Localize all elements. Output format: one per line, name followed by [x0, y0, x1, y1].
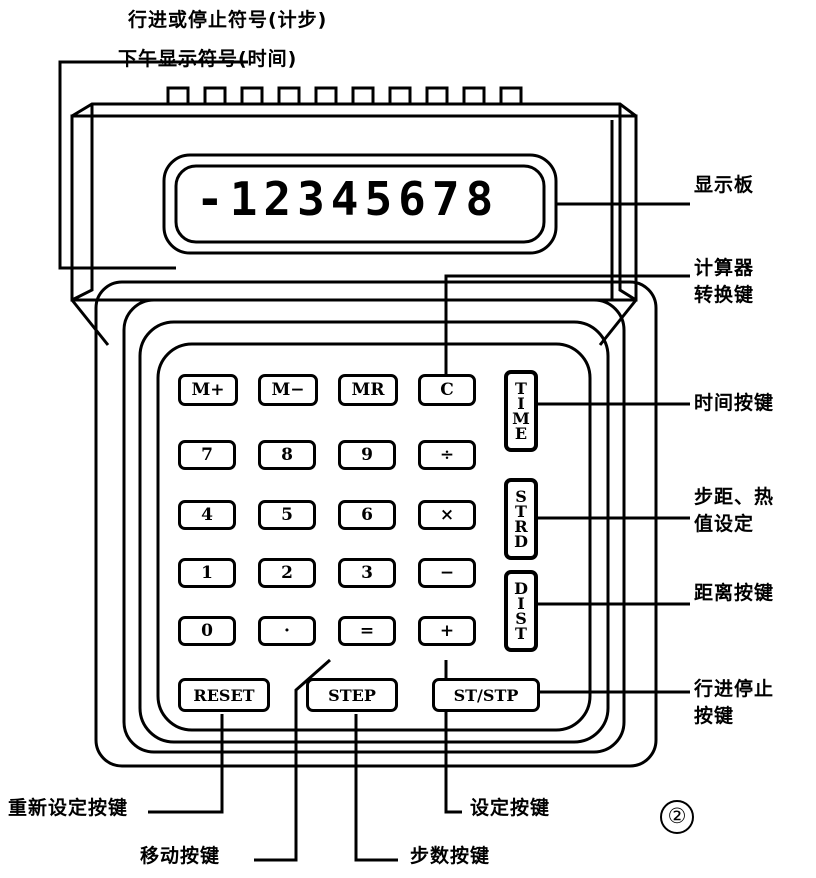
annotation-reset-key-text: 重新设定按键: [8, 797, 129, 819]
stride-key-letter: S: [515, 487, 527, 506]
stride-key-letter: R: [514, 517, 528, 536]
leader-steps-key: [354, 714, 398, 862]
annotation-distance-key-text: 距离按键: [694, 582, 775, 604]
digit-5-key[interactable]: 5: [258, 500, 316, 530]
device-upper-right-bevel: [618, 104, 637, 302]
annotation-time-key: 时间按键: [694, 390, 774, 417]
top-tab: [203, 86, 227, 106]
annotation-display-panel: 显示板: [694, 172, 754, 199]
device-upper-left-bevel: [71, 104, 94, 302]
annotation-steps-key-text: 步数按键: [410, 845, 491, 867]
annotation-start-stop-key: 行进停止 按键: [694, 676, 774, 730]
step-key[interactable]: STEP: [306, 678, 398, 712]
annotation-top-walkstop-text: 行进或停止符号(计步): [128, 9, 328, 31]
multiply-key[interactable]: ×: [418, 500, 476, 530]
leader-calculator-switch: [444, 274, 690, 388]
annotation-move-key-text: 移动按键: [140, 845, 221, 867]
device-right-flare: [598, 299, 638, 346]
digit-0-key[interactable]: 0: [178, 616, 236, 646]
equals-key[interactable]: =: [338, 616, 396, 646]
annotation-calculator-switch: 计算器 转换键: [694, 255, 754, 309]
lcd-display-value: -12345678: [196, 172, 500, 226]
time-key-letter: T: [515, 379, 527, 398]
annotation-time-key-text: 时间按键: [694, 392, 775, 414]
top-tab: [240, 86, 264, 106]
divide-key[interactable]: ÷: [418, 440, 476, 470]
annotation-start-stop-key-l2: 按键: [694, 705, 735, 727]
decimal-point-key[interactable]: ·: [258, 616, 316, 646]
device-lower-body-outline-1: [94, 280, 658, 768]
annotation-start-stop-key-l1: 行进停止: [694, 678, 775, 700]
keypad-panel-outline: [156, 342, 592, 732]
top-tab: [166, 86, 190, 106]
figure-number: ②: [660, 800, 694, 834]
top-tab: [388, 86, 412, 106]
leader-pm-indicator: [58, 60, 248, 270]
stride-key[interactable]: S T R D: [504, 478, 538, 560]
digit-3-key[interactable]: 3: [338, 558, 396, 588]
digit-2-key[interactable]: 2: [258, 558, 316, 588]
time-key-letter: I: [517, 394, 525, 413]
device-upper-bevel: [71, 102, 637, 118]
annotation-calculator-switch-l1: 计算器: [694, 257, 755, 279]
time-key-letter: E: [514, 424, 528, 443]
annotation-set-key: 设定按键: [470, 795, 550, 822]
digit-1-key[interactable]: 1: [178, 558, 236, 588]
start-stop-key[interactable]: ST/STP: [432, 678, 540, 712]
digit-7-key[interactable]: 7: [178, 440, 236, 470]
annotation-stride-setting: 步距、热 值设定: [694, 484, 774, 538]
annotation-top-walkstop: 行进或停止符号(计步): [128, 7, 327, 34]
top-tab: [351, 86, 375, 106]
plus-key[interactable]: +: [418, 616, 476, 646]
figure-number-text: ②: [660, 800, 694, 834]
top-tab: [277, 86, 301, 106]
memory-plus-key[interactable]: M+: [178, 374, 238, 406]
top-tab: [425, 86, 449, 106]
annotation-display-panel-text: 显示板: [694, 174, 755, 196]
annotation-distance-key: 距离按键: [694, 580, 774, 607]
leader-move-key: [254, 658, 331, 862]
display-inner-bezel: [174, 164, 546, 244]
annotation-set-key-text: 设定按键: [470, 797, 551, 819]
annotation-stride-setting-l2: 值设定: [694, 513, 755, 535]
distance-key-letter: D: [514, 579, 528, 598]
device-lower-body-outline-3: [138, 320, 610, 744]
annotation-move-key: 移动按键: [140, 843, 220, 870]
annotation-top-pm-text: 下午显示符号(时间): [118, 48, 298, 70]
time-key[interactable]: T I M E: [504, 370, 538, 452]
top-tab: [462, 86, 486, 106]
annotation-calculator-switch-l2: 转换键: [694, 284, 755, 306]
memory-recall-key[interactable]: MR: [338, 374, 398, 406]
digit-9-key[interactable]: 9: [338, 440, 396, 470]
stride-key-letter: D: [514, 532, 528, 551]
digit-6-key[interactable]: 6: [338, 500, 396, 530]
leader-reset-key: [148, 714, 224, 814]
annotation-stride-setting-l1: 步距、热: [694, 486, 775, 508]
top-tab: [499, 86, 523, 106]
distance-key-letter: I: [517, 594, 525, 613]
annotation-reset-key: 重新设定按键: [8, 795, 128, 822]
minus-key[interactable]: −: [418, 558, 476, 588]
memory-minus-key[interactable]: M−: [258, 374, 318, 406]
device-left-flare: [70, 299, 110, 346]
annotation-steps-key: 步数按键: [410, 843, 490, 870]
distance-key[interactable]: D I S T: [504, 570, 538, 652]
reset-key[interactable]: RESET: [178, 678, 270, 712]
top-tab: [314, 86, 338, 106]
annotation-top-pm: 下午显示符号(时间): [118, 46, 297, 73]
distance-key-letter: T: [515, 624, 527, 643]
time-key-letter: M: [512, 409, 530, 428]
stride-key-letter: T: [515, 502, 527, 521]
digit-8-key[interactable]: 8: [258, 440, 316, 470]
digit-4-key[interactable]: 4: [178, 500, 236, 530]
distance-key-letter: S: [515, 609, 527, 628]
device-lower-body-outline-2: [122, 298, 626, 754]
clear-key[interactable]: C: [418, 374, 476, 406]
